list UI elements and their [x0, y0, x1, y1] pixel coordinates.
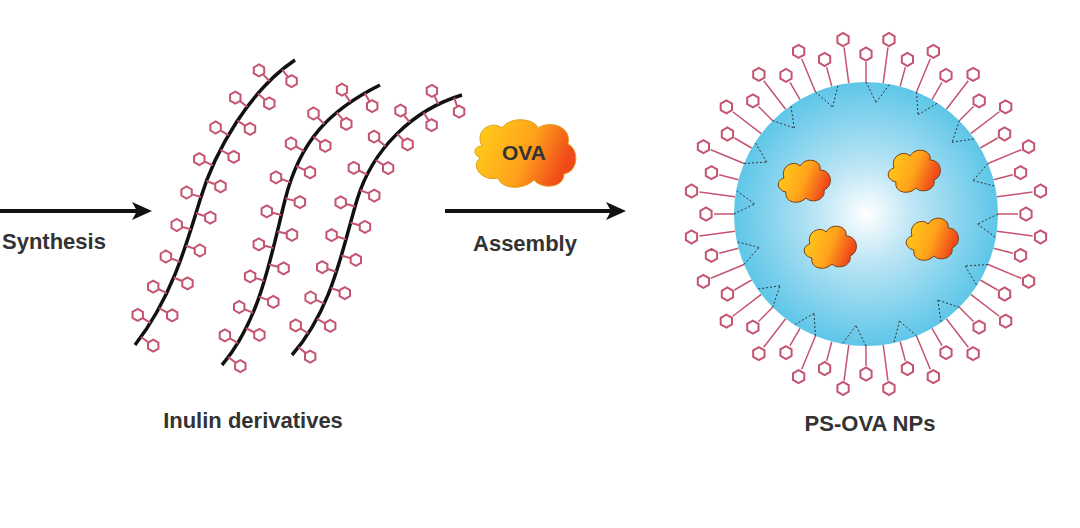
- caption-label: PS-OVA NPs: [805, 411, 936, 437]
- np-shell-lines: [734, 82, 998, 346]
- caption-label: Assembly: [473, 231, 577, 257]
- synthesis-arrow: [0, 202, 152, 220]
- np-core: [734, 82, 998, 346]
- caption-label: Synthesis: [2, 229, 106, 255]
- np-shell: [686, 33, 1046, 395]
- pendant-groups: [133, 64, 465, 372]
- inulin-strands: [135, 60, 462, 365]
- node-label: OVA: [468, 116, 580, 165]
- antigen-blob: OVA: [468, 116, 580, 190]
- encapsulated-ova: [778, 150, 958, 268]
- assembly-arrow: [445, 202, 626, 220]
- caption-label: Inulin derivatives: [163, 408, 343, 434]
